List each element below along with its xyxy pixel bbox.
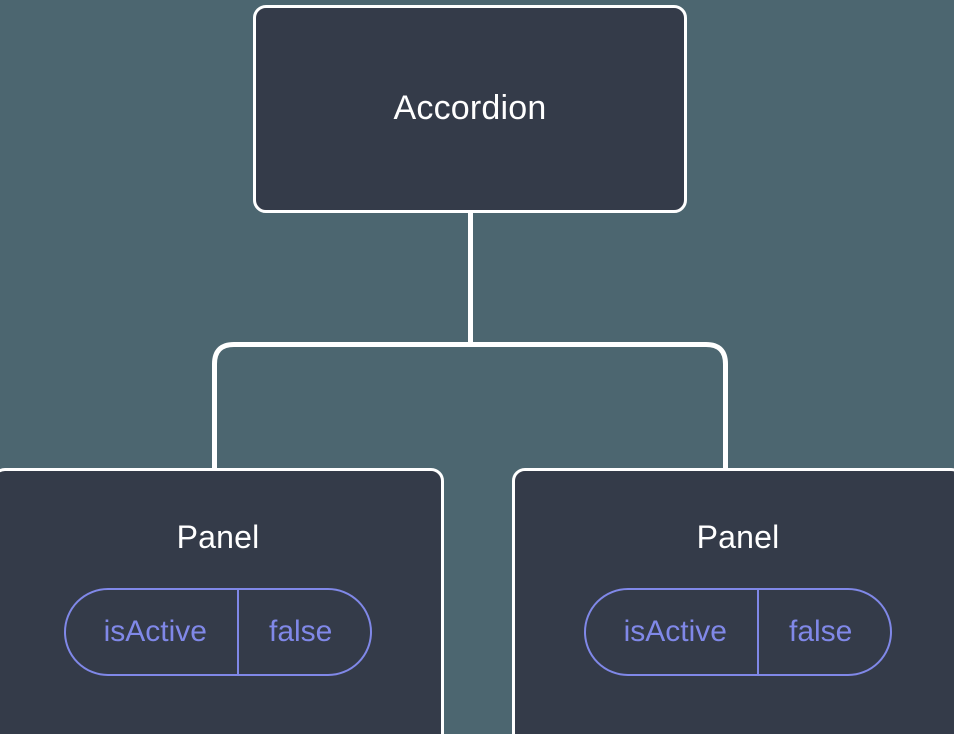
- node-panel-left[interactable]: Panel isActive false: [0, 468, 444, 734]
- node-panel-right[interactable]: Panel isActive false: [512, 468, 954, 734]
- edge-bus-right: [470, 342, 728, 470]
- prop-value-label: false: [236, 589, 370, 674]
- node-accordion[interactable]: Accordion: [253, 5, 687, 213]
- prop-badge-isactive-right[interactable]: isActive false: [583, 587, 893, 676]
- prop-badge-isactive-left[interactable]: isActive false: [63, 587, 373, 676]
- node-accordion-label: Accordion: [393, 89, 547, 128]
- edge-bus-left: [212, 342, 471, 470]
- node-panel-right-label: Panel: [696, 519, 780, 555]
- node-panel-left-label: Panel: [176, 519, 260, 555]
- prop-key-label: isActive: [623, 614, 727, 648]
- prop-key-label: isActive: [103, 614, 207, 648]
- prop-value-label: false: [756, 589, 890, 674]
